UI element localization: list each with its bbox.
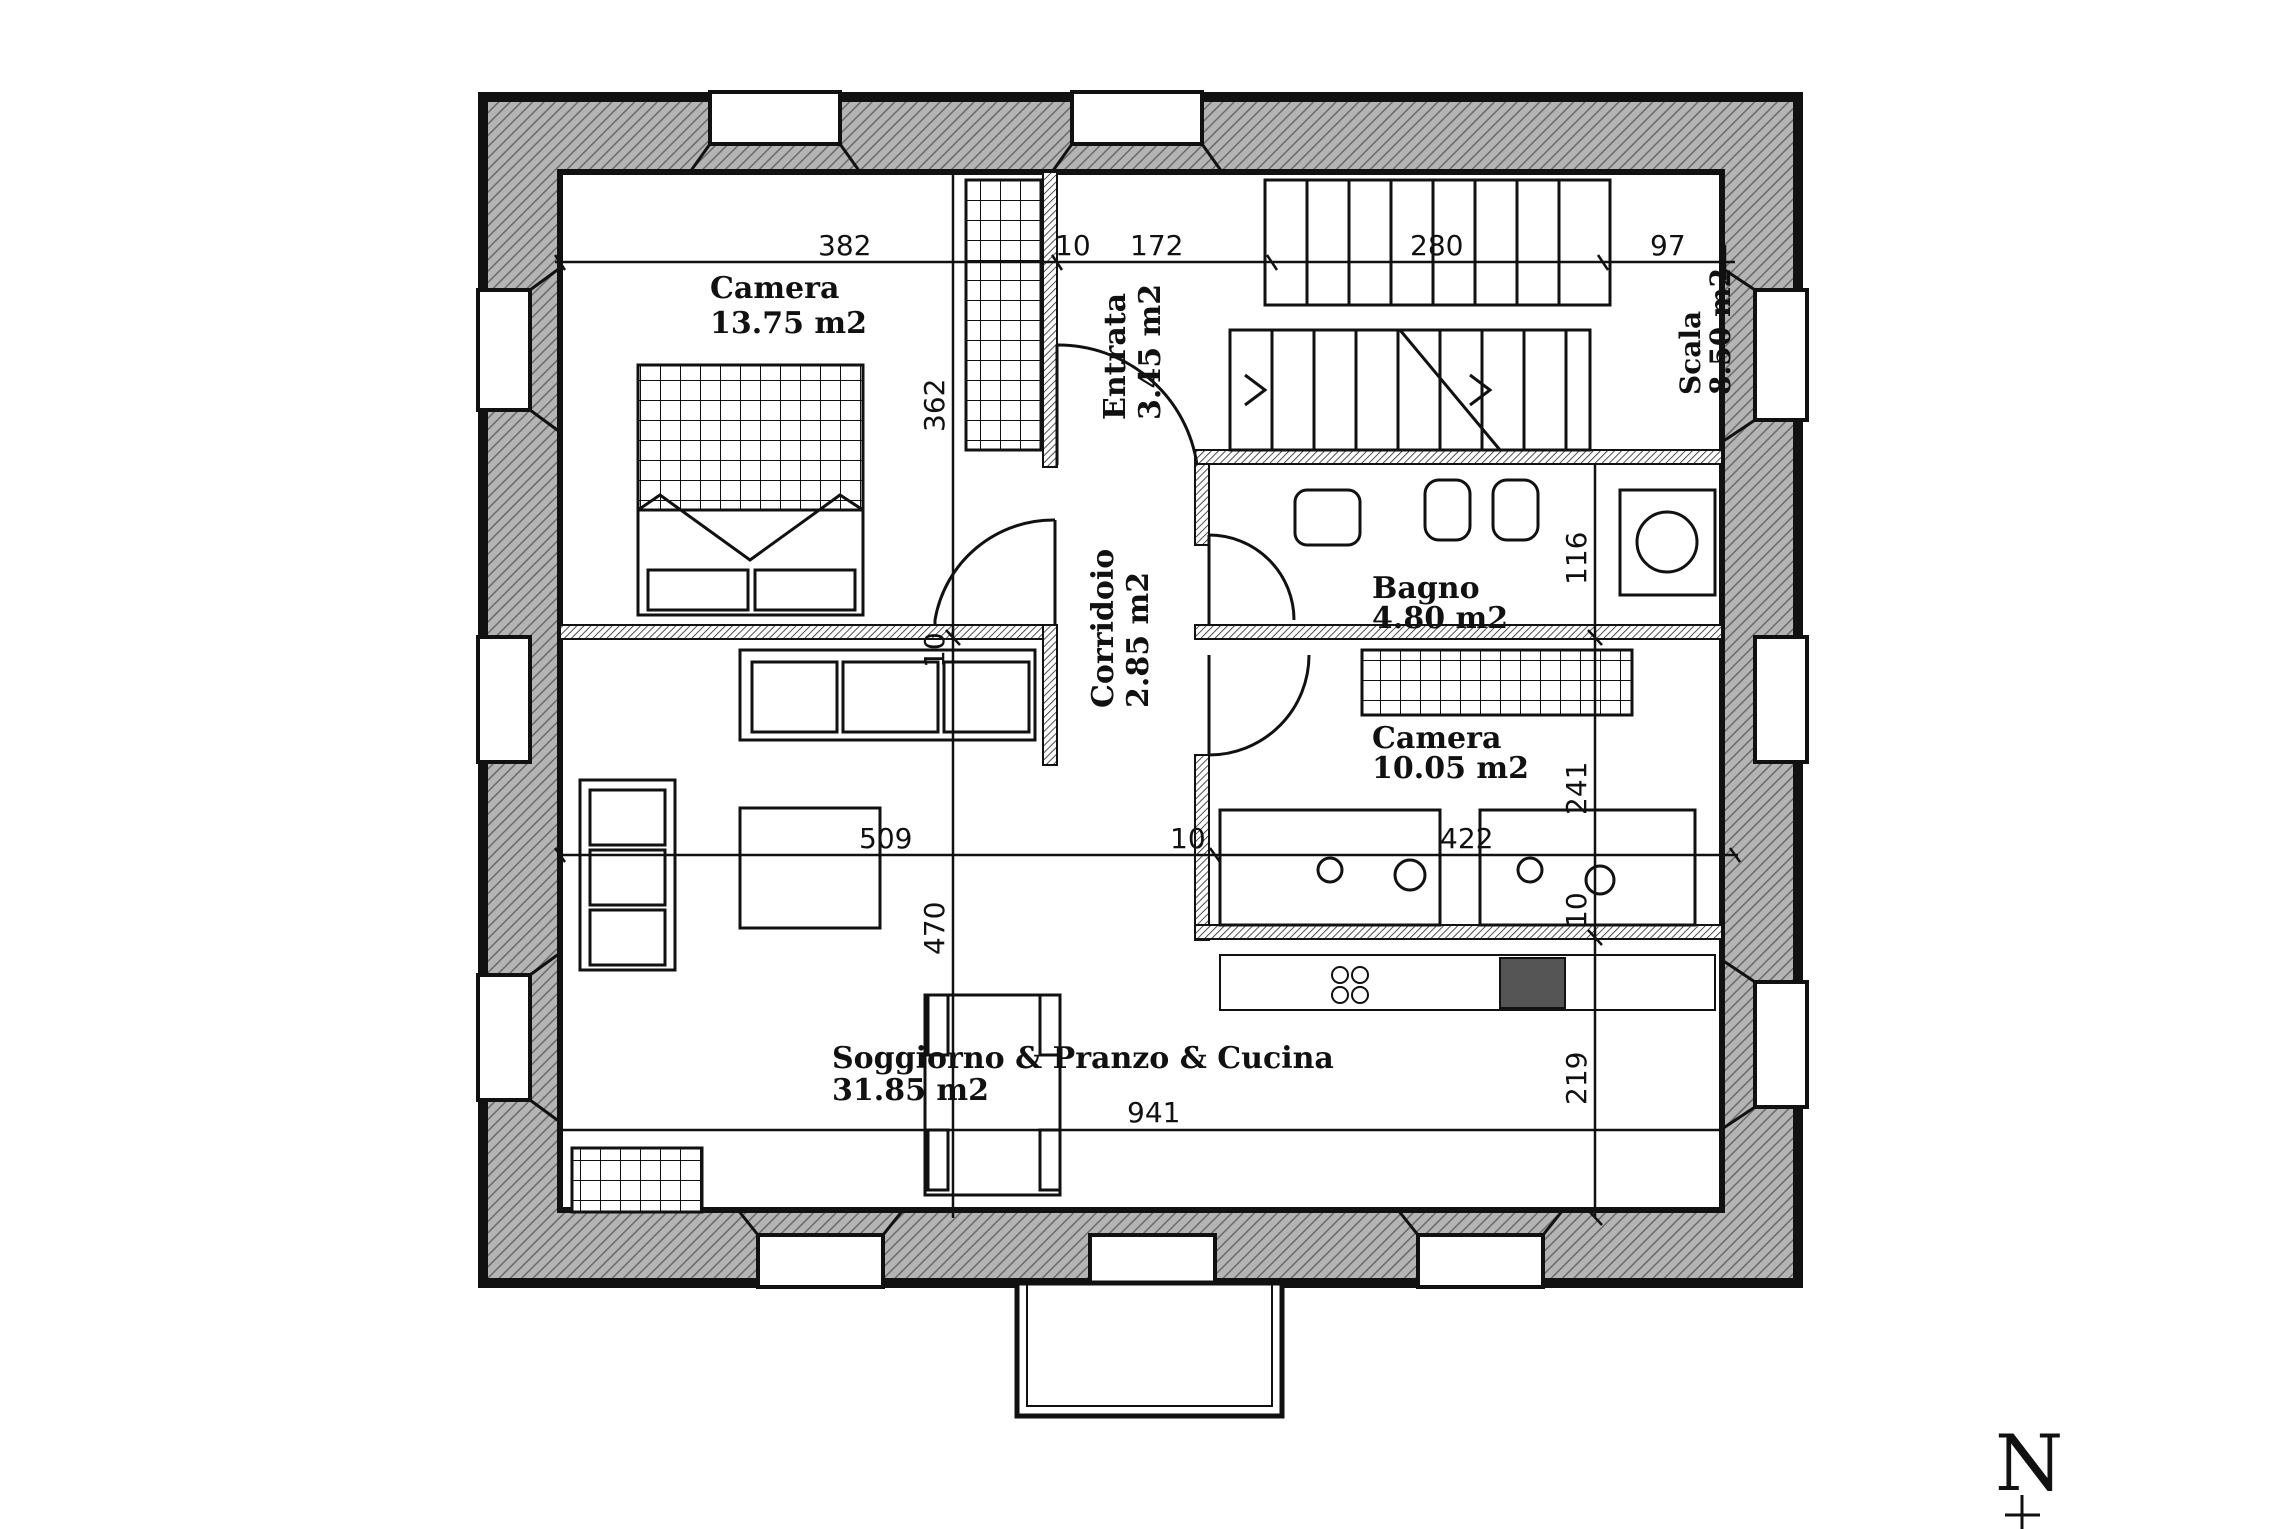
dim-422: 422 <box>1440 822 1493 855</box>
label-camera2-name: Camera <box>1372 721 1501 756</box>
dimension-lines <box>553 172 1742 1226</box>
dim-10-left: 10 <box>918 632 951 668</box>
label-corridoio-area: 2.85 m2 <box>1121 572 1156 708</box>
doors <box>933 343 1311 757</box>
dim-10-right: 10 <box>1560 892 1593 928</box>
dim-470: 470 <box>918 902 951 955</box>
bathroom-fixtures <box>1293 478 1717 597</box>
label-scala-area: 8.50 m2 <box>1704 268 1737 395</box>
dim-116: 116 <box>1560 532 1593 585</box>
interior-walls <box>559 171 1723 941</box>
dim-241: 241 <box>1560 762 1593 815</box>
window-north-2 <box>1070 90 1204 146</box>
window-west-3 <box>476 973 532 1102</box>
dim-10-top: 10 <box>1055 229 1091 262</box>
twin-beds <box>1218 648 1697 927</box>
double-bed <box>636 363 865 617</box>
window-south-2 <box>1088 1233 1217 1289</box>
label-scala-name: Scala <box>1674 311 1707 395</box>
dining-chairs <box>926 993 1062 1192</box>
window-east-3 <box>1753 980 1809 1109</box>
dim-362: 362 <box>918 379 951 432</box>
label-soggiorno-name: Soggiorno & Pranzo & Cucina <box>832 1041 1334 1076</box>
label-camera2-area: 10.05 m2 <box>1372 751 1529 786</box>
windows <box>476 90 1809 1289</box>
dim-97: 97 <box>1650 229 1686 262</box>
dim-219: 219 <box>1560 1052 1593 1105</box>
dim-382: 382 <box>818 229 871 262</box>
label-corridoio-name: Corridoio <box>1086 549 1121 708</box>
window-north-1 <box>708 90 842 146</box>
label-bagno-area: 4.80 m2 <box>1372 601 1508 636</box>
room-labels: Camera 13.75 m2 Entrata 3.45 m2 Scala 8.… <box>710 268 1737 1108</box>
dim-172: 172 <box>1130 229 1183 262</box>
label-camera1-name: Camera <box>710 271 839 306</box>
window-south-3 <box>1416 1233 1545 1289</box>
north-arrow-icon: N <box>1995 1419 2063 1529</box>
window-west-1 <box>476 288 532 412</box>
window-west-2 <box>476 635 532 764</box>
compass-label: N <box>1995 1419 2063 1509</box>
label-bagno-name: Bagno <box>1372 571 1480 606</box>
dim-941: 941 <box>1127 1096 1180 1129</box>
label-entrata-name: Entrata <box>1098 293 1133 420</box>
staircase <box>964 178 1612 452</box>
window-south-1 <box>756 1233 885 1289</box>
window-east-2 <box>1753 635 1809 764</box>
dim-10-mid: 10 <box>1170 822 1206 855</box>
label-soggiorno-area: 31.85 m2 <box>832 1073 989 1108</box>
balcony <box>1014 1280 1285 1419</box>
living-furniture <box>570 648 1062 1214</box>
dim-280: 280 <box>1410 229 1463 262</box>
label-camera1-area: 13.75 m2 <box>710 306 867 341</box>
label-entrata-area: 3.45 m2 <box>1133 284 1168 420</box>
window-east-1 <box>1753 288 1809 422</box>
kitchen-counter <box>1219 954 1716 1011</box>
dimension-labels: 382 10 172 280 97 509 10 422 941 362 10 … <box>818 229 1686 1129</box>
dim-509: 509 <box>859 822 912 855</box>
